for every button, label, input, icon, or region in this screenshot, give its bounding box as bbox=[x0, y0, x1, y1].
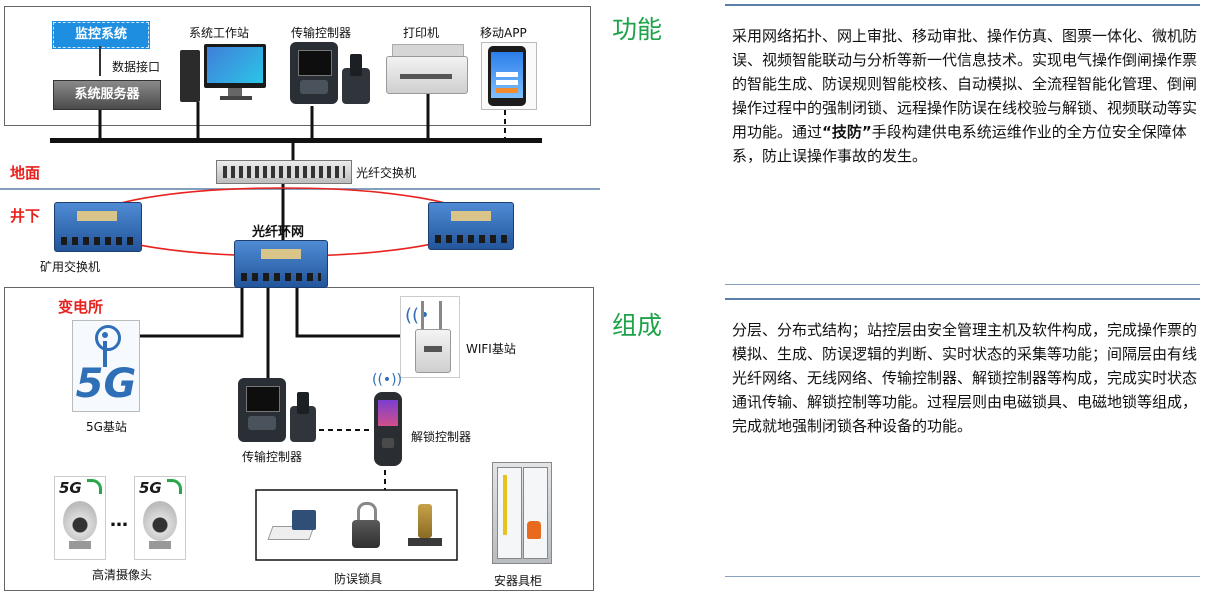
wifi-signal-icon: ((• bbox=[405, 305, 430, 326]
wifi-base-icon: ((• bbox=[400, 296, 460, 378]
ground-label: 地面 bbox=[10, 164, 41, 182]
hd-camera-1: 5G bbox=[54, 476, 106, 560]
hd-camera-label: 高清摄像头 bbox=[92, 568, 153, 582]
composition-text: 分层、分布式结构；站控层由安全管理主机及软件构成，完成操作票的模拟、生成、防误逻… bbox=[732, 321, 1198, 435]
unlock-controller-label: 解锁控制器 bbox=[411, 430, 472, 444]
lock-devices-box bbox=[255, 489, 458, 561]
function-top-rule bbox=[725, 4, 1200, 6]
wifi-base-label: WIFI基站 bbox=[466, 342, 516, 356]
badge-5g-1: 5G bbox=[59, 479, 82, 497]
composition-top-rule bbox=[725, 298, 1200, 300]
padlock-icon bbox=[352, 502, 380, 550]
fiber-switch-label: 光纤交换机 bbox=[356, 166, 417, 180]
unlock-controller-icon: ((•)) bbox=[368, 372, 404, 468]
transfer-controller-bottom-label: 传输控制器 bbox=[242, 450, 303, 464]
mobile-app-icon bbox=[481, 42, 537, 110]
ground-lock-icon bbox=[408, 504, 442, 550]
mine-switch-label: 矿用交换机 bbox=[40, 260, 101, 274]
main-bus-line bbox=[50, 138, 542, 143]
monitor-system-label: 监控系统 bbox=[74, 27, 127, 42]
printer-label: 打印机 bbox=[403, 26, 440, 40]
network-diagram: 监控系统 数据接口 系统服务器 系统工作站 传输控制器 打印机 移动APP bbox=[0, 0, 600, 592]
hd-camera-2: 5G bbox=[134, 476, 186, 560]
base-5g-icon: 5G bbox=[72, 320, 140, 412]
mine-switch-right bbox=[428, 202, 514, 250]
camera-ellipsis: … bbox=[110, 510, 128, 531]
function-title: 功能 bbox=[612, 15, 663, 44]
transfer-controller-top-label: 传输控制器 bbox=[291, 26, 352, 40]
unlock-wifi-icon: ((•)) bbox=[372, 372, 403, 388]
function-text-bold: “技防” bbox=[822, 123, 872, 141]
workstation-icon bbox=[180, 44, 268, 104]
badge-5g-2: 5G bbox=[139, 479, 162, 497]
workstation-label: 系统工作站 bbox=[189, 26, 250, 40]
fiber-ring-label: 光纤环网 bbox=[252, 225, 305, 240]
function-text-after: 手段构建供电系统运维作业的全方位安全保障体系，防止误操作事故的发生。 bbox=[732, 123, 1187, 165]
safety-cabinet-label: 安器具柜 bbox=[494, 574, 543, 588]
mobile-app-label: 移动APP bbox=[480, 26, 527, 40]
function-bottom-rule bbox=[725, 284, 1200, 285]
data-interface-label: 数据接口 bbox=[112, 60, 161, 74]
transfer-controller-bottom-icon bbox=[238, 378, 318, 444]
system-server-box: 系统服务器 bbox=[53, 80, 161, 110]
control-room-box bbox=[4, 6, 591, 126]
system-server-label: 系统服务器 bbox=[74, 87, 140, 102]
underground-label: 井下 bbox=[10, 207, 41, 225]
mine-switch-center bbox=[234, 240, 328, 288]
lock-devices-label: 防误锁具 bbox=[334, 572, 383, 586]
monitor-system-box: 监控系统 bbox=[52, 21, 150, 49]
transfer-controller-top-icon bbox=[290, 42, 372, 106]
safety-cabinet-icon bbox=[492, 462, 552, 564]
base-5g-glyph: 5G bbox=[75, 361, 137, 407]
electromagnetic-lock-icon bbox=[267, 508, 324, 544]
composition-bottom-rule bbox=[725, 576, 1200, 577]
base-5g-label: 5G基站 bbox=[86, 420, 127, 434]
function-text: 采用网络拓扑、网上审批、移动审批、操作仿真、图票一体化、微机防误、视频智能联动与… bbox=[732, 24, 1197, 168]
fiber-switch-icon bbox=[216, 160, 352, 184]
substation-title: 变电所 bbox=[58, 298, 104, 316]
function-text-before: 采用网络拓扑、网上审批、移动审批、操作仿真、图票一体化、微机防误、视频智能联动与… bbox=[732, 27, 1198, 141]
server-arrow bbox=[99, 46, 101, 76]
composition-title: 组成 bbox=[612, 311, 663, 340]
printer-icon bbox=[386, 44, 468, 94]
mine-switch-left bbox=[54, 202, 142, 252]
